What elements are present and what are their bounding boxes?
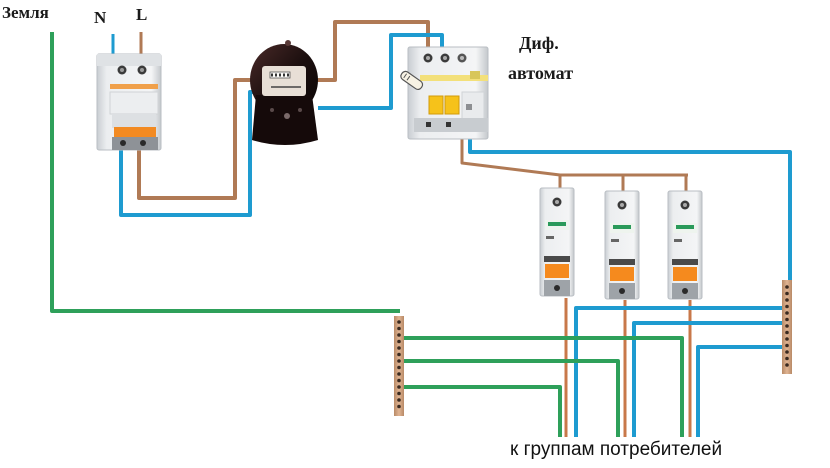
rcbo-label-line1: Диф.: [519, 33, 559, 53]
electricity-meter: [250, 40, 318, 145]
consumer-groups-label: к группам потребителей: [510, 439, 723, 460]
bus-screw: [397, 346, 401, 350]
ground-label: Земля: [2, 3, 49, 22]
bus-screw: [397, 320, 401, 324]
bus-screw: [785, 363, 789, 367]
bus-screw: [785, 337, 789, 341]
ground-feed-wire: [50, 32, 400, 313]
bus-screw: [397, 359, 401, 363]
bus-screw: [785, 291, 789, 296]
rcbo-differential-breaker: [400, 46, 489, 140]
bus-screw: [397, 391, 401, 396]
bus-screw: [785, 324, 789, 328]
line-label: L: [136, 5, 148, 24]
meter-to-rcbo-wires: [312, 20, 444, 110]
bus-screw: [785, 317, 789, 322]
bus-screw: [397, 398, 401, 402]
bus-screw: [397, 326, 401, 331]
breaker-toggle: [114, 127, 156, 137]
group-breaker-2: [604, 190, 640, 300]
bus-screw: [397, 372, 401, 376]
incoming-wires: [111, 32, 143, 56]
rcbo-label-line2: автомат: [508, 63, 574, 83]
bus-screw: [785, 285, 789, 289]
group-breaker-3: [667, 190, 703, 300]
bus-screw: [397, 385, 401, 389]
ground-bus-bar: [394, 316, 404, 416]
bus-screw: [397, 378, 401, 383]
bus-screw: [397, 333, 401, 337]
group-ground-wires: [404, 336, 684, 437]
bus-screw: [397, 365, 401, 370]
bus-screw: [785, 304, 789, 309]
input-breaker: [96, 53, 162, 151]
neutral-bus-bar: [782, 280, 792, 374]
bus-screw: [397, 404, 401, 409]
group-neutral-wires: [574, 306, 784, 437]
bus-screw: [785, 330, 789, 335]
group-breaker-1: [539, 187, 575, 297]
bus-screw: [397, 352, 401, 357]
test-button-icon: [400, 70, 424, 91]
bus-screw: [785, 343, 789, 348]
bus-screw: [397, 339, 401, 344]
group-phase-wires: [564, 298, 692, 437]
bus-screw: [785, 298, 789, 302]
bus-screw: [785, 350, 789, 354]
bus-screw: [785, 311, 789, 315]
bus-screw: [785, 356, 789, 361]
neutral-label: N: [94, 8, 107, 27]
